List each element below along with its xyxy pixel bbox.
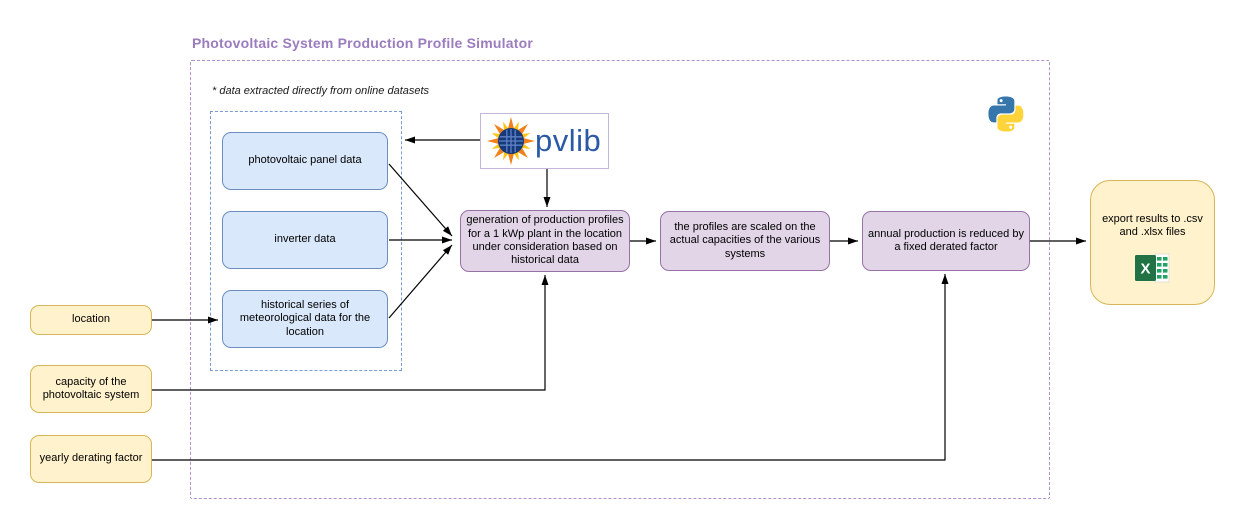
node-capacity-input: capacity of the photovoltaic system — [30, 365, 152, 413]
node-photovoltaic-panel-data: photovoltaic panel data — [222, 132, 388, 190]
node-export-results: export results to .csv and .xlsx files X — [1090, 180, 1215, 305]
python-icon — [988, 96, 1024, 132]
node-label: location — [72, 313, 110, 326]
pvlib-logo-text: pvlib — [535, 123, 602, 158]
diagram-title: Photovoltaic System Production Profile S… — [192, 35, 533, 51]
node-label: yearly derating factor — [39, 452, 143, 465]
node-inverter-data: inverter data — [222, 211, 388, 269]
node-label: inverter data — [274, 233, 336, 246]
sun-solar-panel-icon — [487, 117, 535, 165]
node-derate-production: annual production is reduced by a fixed … — [862, 211, 1030, 271]
node-location-input: location — [30, 305, 152, 335]
excel-icon: X — [1134, 253, 1169, 283]
node-label: annual production is reduced by a fixed … — [868, 227, 1024, 253]
data-source-note: * data extracted directly from online da… — [212, 85, 430, 97]
node-generation-profiles: generation of production profiles for a … — [460, 210, 630, 272]
node-label: capacity of the photovoltaic system — [42, 375, 140, 401]
node-label: generation of production profiles for a … — [466, 214, 624, 267]
node-label: photovoltaic panel data — [248, 154, 362, 167]
svg-text:X: X — [1140, 260, 1150, 277]
pvlib-logo: pvlib — [480, 113, 609, 169]
node-label: the profiles are scaled on the actual ca… — [669, 220, 821, 260]
node-derating-factor-input: yearly derating factor — [30, 435, 152, 483]
node-scale-profiles: the profiles are scaled on the actual ca… — [660, 211, 830, 271]
node-historical-meteo-data: historical series of meteorological data… — [222, 290, 388, 348]
node-label: historical series of meteorological data… — [239, 298, 371, 338]
node-label: export results to .csv and .xlsx files — [1102, 213, 1203, 239]
